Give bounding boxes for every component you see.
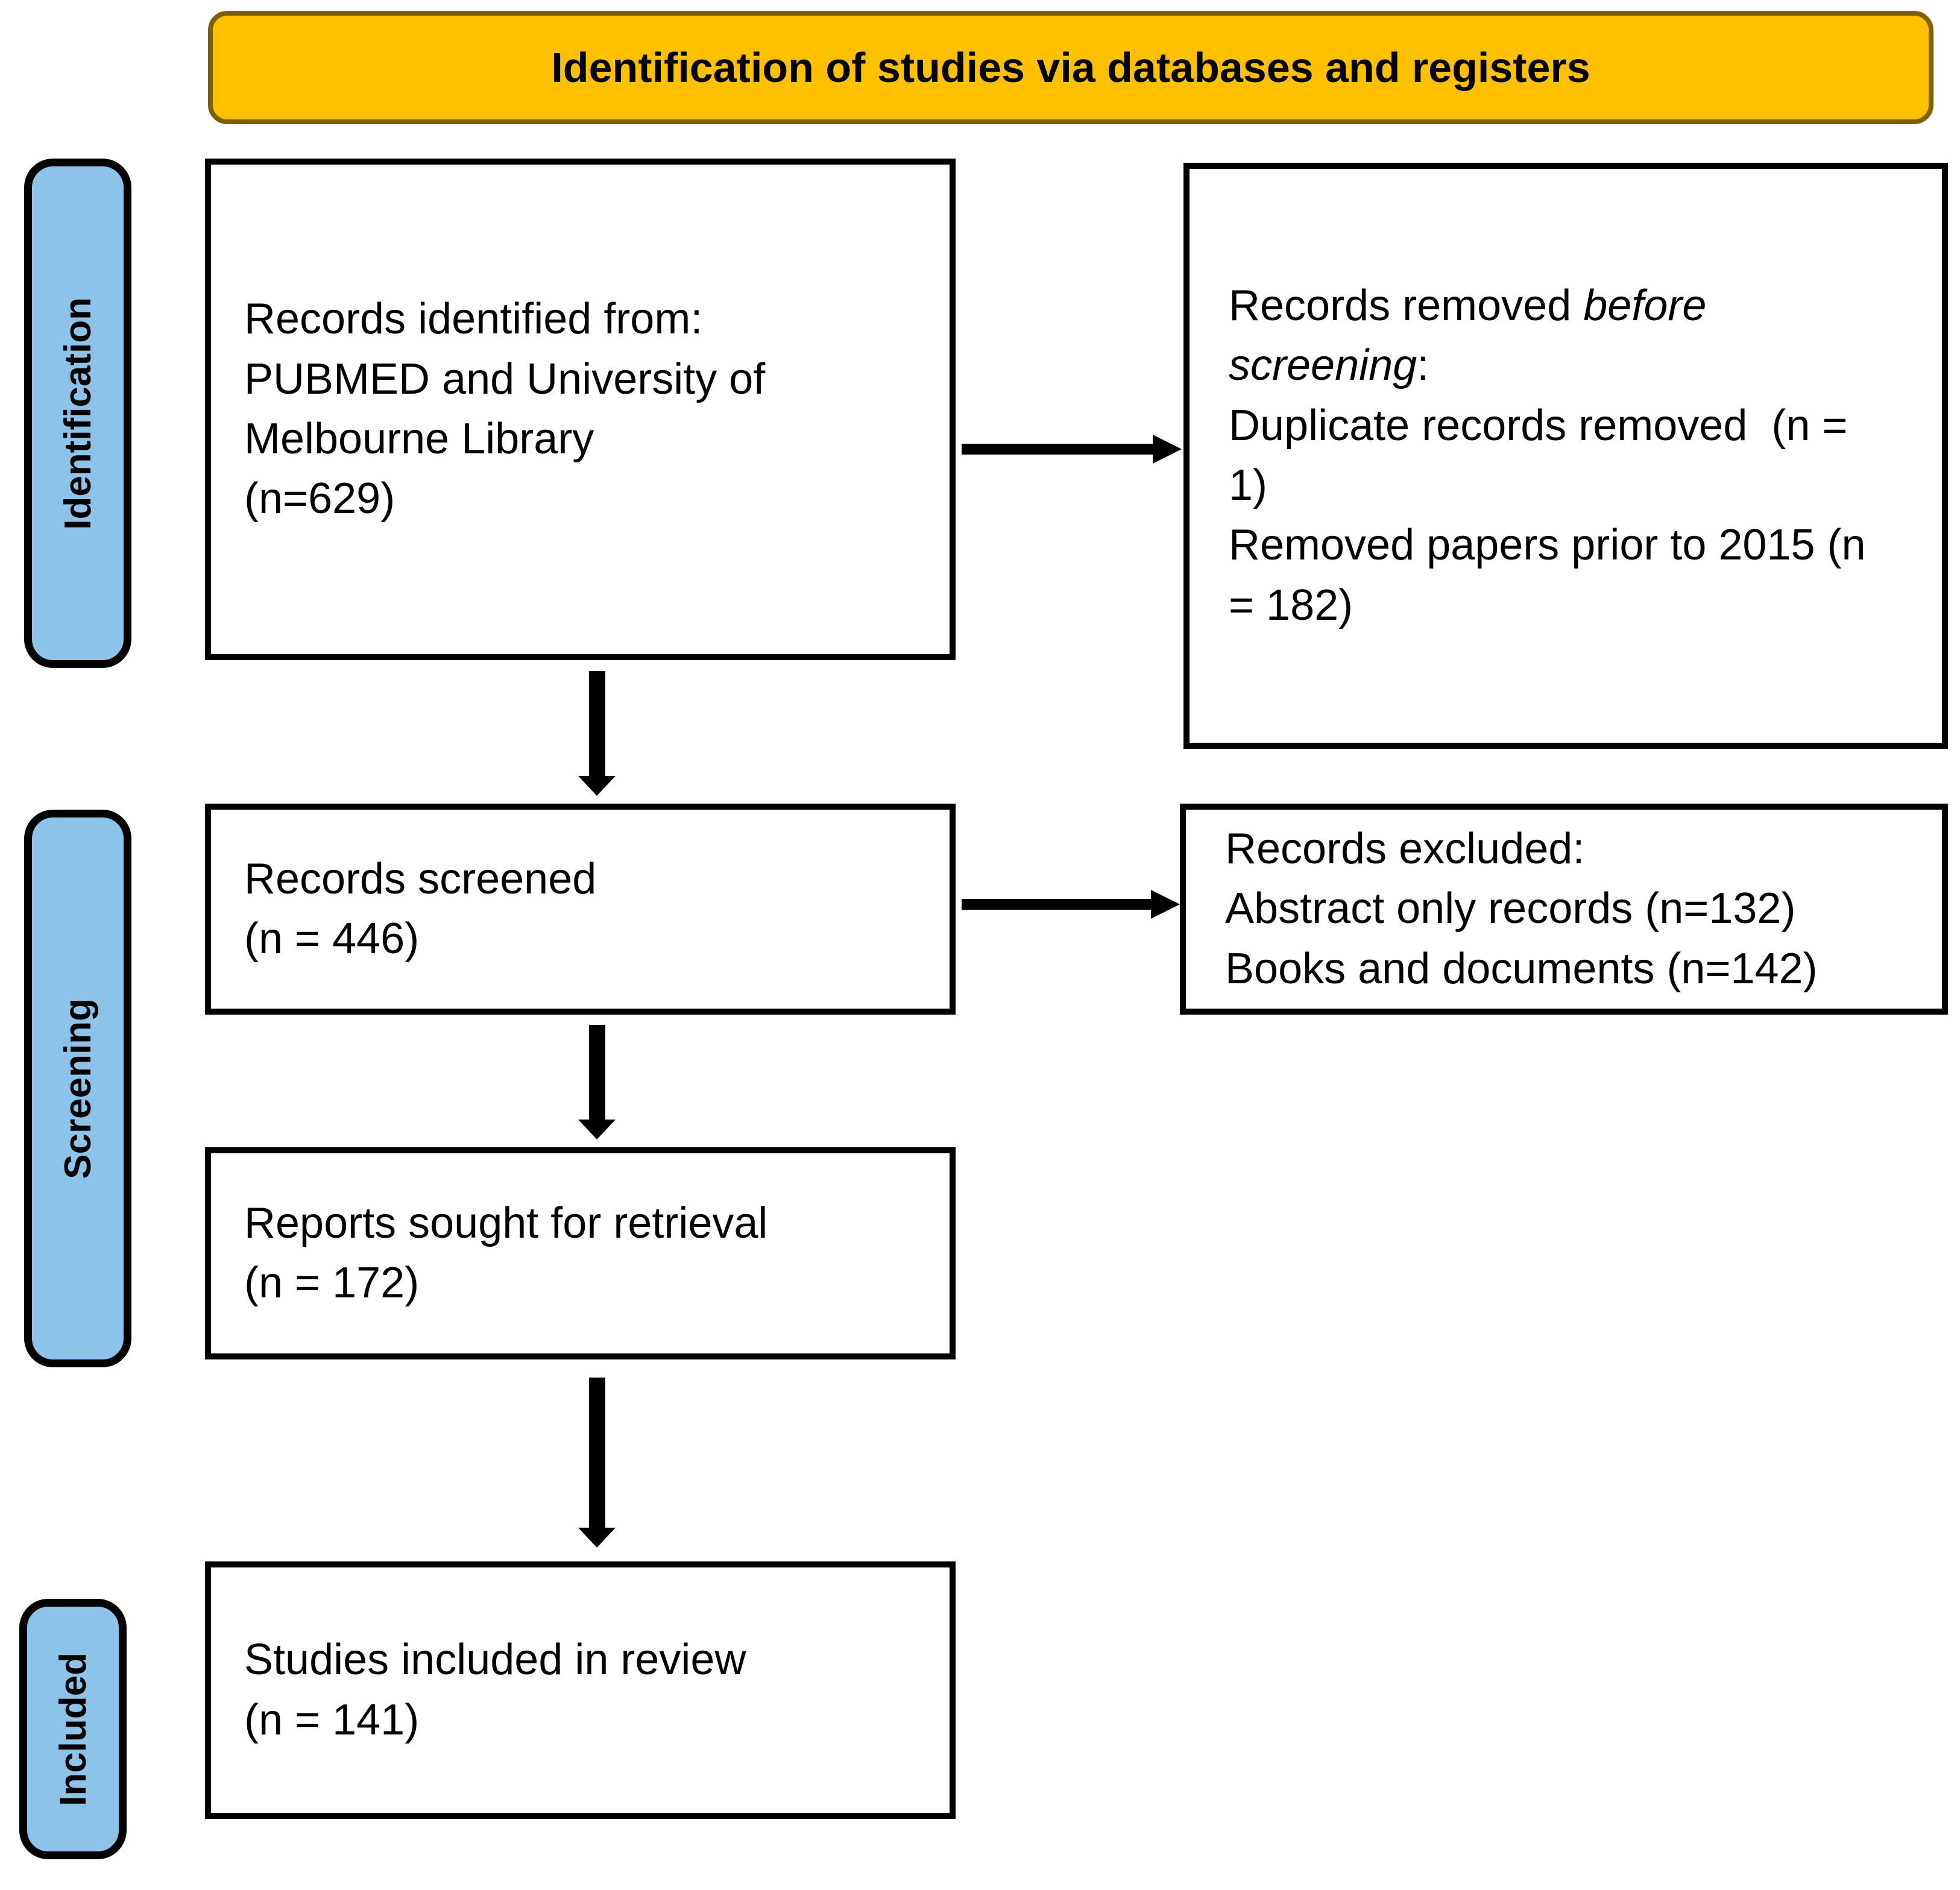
arrow-down-sought-to-included-icon [578, 1378, 616, 1548]
arrow-head-icon [578, 1120, 616, 1139]
arrow-down-identified-to-screened-icon [578, 671, 616, 796]
arrow-head-icon [1153, 435, 1182, 464]
box-records-removed-before-screening: Records removed before screening:Duplica… [1183, 163, 1948, 749]
box-studies-included-in-review: Studies included in review(n = 141) [205, 1561, 956, 1819]
arrow-head-icon [578, 1528, 616, 1548]
box-records-screened: Records screened(n = 446) [205, 804, 956, 1015]
box-records-excluded: Records excluded:Abstract only records (… [1180, 804, 1948, 1015]
stage-screening: Screening [24, 810, 131, 1367]
arrow-right-screened-to-excluded-icon [962, 890, 1180, 919]
stage-identification-label: Identification [57, 297, 99, 530]
stage-screening-label: Screening [57, 998, 99, 1179]
box-reports-sought-for-retrieval: Reports sought for retrieval(n = 172) [205, 1147, 956, 1359]
stage-identification: Identification [24, 159, 131, 668]
arrow-stem [588, 671, 605, 776]
arrow-head-icon [578, 776, 616, 796]
arrow-head-icon [1151, 890, 1180, 919]
arrow-stem [588, 1378, 605, 1528]
arrow-down-screened-to-sought-icon [578, 1025, 616, 1139]
arrow-stem [588, 1025, 605, 1120]
arrow-stem [962, 444, 1153, 455]
header-title: Identification of studies via databases … [551, 44, 1590, 91]
arrow-right-identified-to-removed-icon [962, 435, 1182, 464]
stage-included: Included [19, 1599, 127, 1859]
box-records-identified: Records identified from:PUBMED and Unive… [205, 159, 956, 660]
header-banner: Identification of studies via databases … [208, 11, 1933, 124]
stage-included-label: Included [52, 1652, 94, 1806]
arrow-stem [962, 899, 1151, 910]
